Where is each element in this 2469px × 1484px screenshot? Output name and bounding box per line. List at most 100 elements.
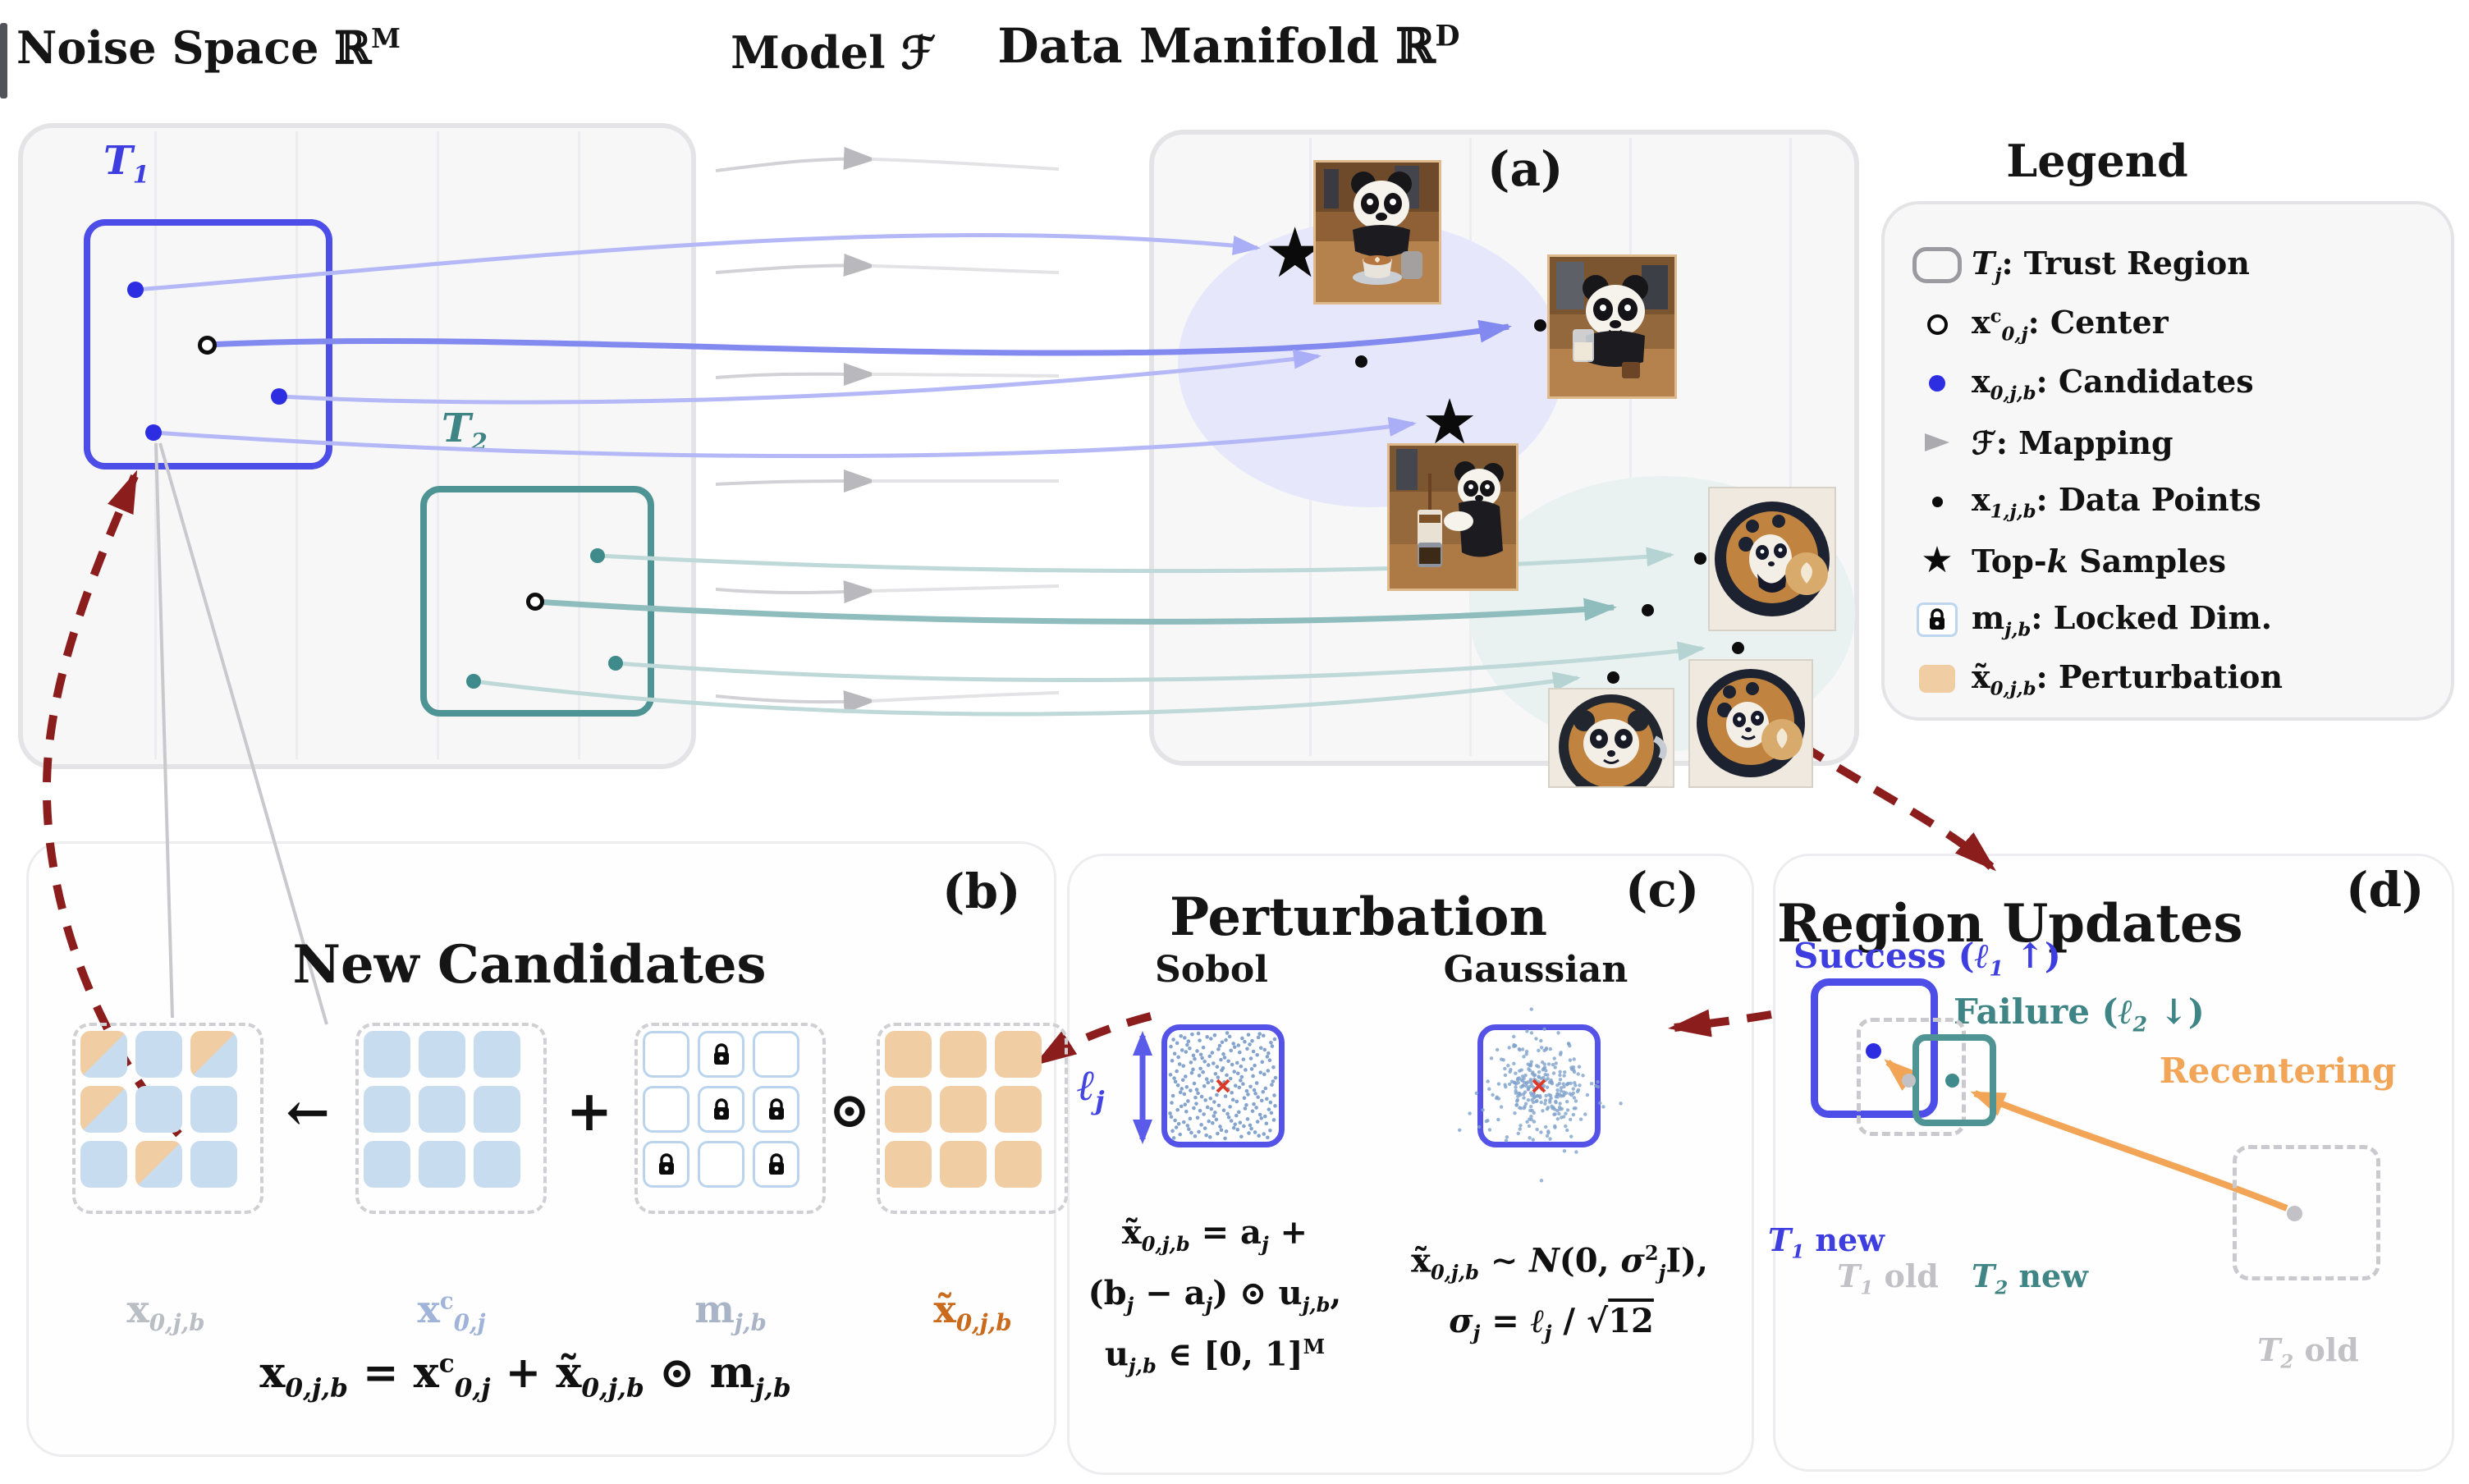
legend-item: Tj: Trust Region bbox=[1903, 236, 2443, 295]
legend-item-label: mj,b: Locked Dim. bbox=[1972, 598, 2272, 641]
center-cell bbox=[419, 1141, 465, 1188]
center-cell bbox=[474, 1031, 520, 1078]
sobol-equation-line1: x̃0,j,b = aj + bbox=[1121, 1213, 1308, 1256]
panel-c-label: (c) bbox=[1625, 862, 1700, 918]
t1-old-box bbox=[1857, 1018, 1966, 1136]
mapping-icon bbox=[1903, 432, 1972, 453]
center-cell bbox=[474, 1141, 520, 1188]
mask-cell bbox=[698, 1086, 744, 1133]
legend-item: mj,b: Locked Dim. bbox=[1903, 590, 2443, 649]
candidate-point bbox=[145, 424, 162, 441]
data-point bbox=[1355, 355, 1367, 368]
mask-cell bbox=[698, 1141, 744, 1188]
perturbation-cell bbox=[995, 1086, 1042, 1133]
gridline bbox=[1629, 138, 1632, 756]
t1-old-center bbox=[1902, 1074, 1916, 1088]
t2-new-label: T2 new bbox=[1972, 1257, 2088, 1299]
perturbation-cell bbox=[995, 1141, 1042, 1188]
failure-label: Failure (ℓ2 ↓) bbox=[1954, 992, 2205, 1037]
latte-art-panda-face bbox=[1548, 688, 1674, 788]
candidate-point bbox=[590, 548, 605, 563]
grid-frame bbox=[877, 1023, 1068, 1214]
t1-old-label: T1 old bbox=[1837, 1257, 1939, 1299]
result-cell bbox=[190, 1086, 237, 1133]
panel-a-label: (a) bbox=[1487, 141, 1564, 197]
grid-label-perturbation: x̃0,j,b bbox=[933, 1287, 1012, 1337]
perturbation-cell bbox=[885, 1141, 932, 1188]
locked-dim-icon bbox=[1903, 602, 1972, 637]
result-cell bbox=[80, 1086, 127, 1133]
data-point bbox=[1642, 604, 1654, 616]
legend-item: x0,j,b: Candidates bbox=[1903, 354, 2443, 413]
lock-icon bbox=[658, 1152, 674, 1175]
gaussian-equation-line2: σj = ℓj / √12 bbox=[1449, 1302, 1654, 1344]
grid-frame bbox=[355, 1023, 547, 1214]
gaussian-center-x bbox=[1532, 1079, 1546, 1093]
mask-cell bbox=[643, 1086, 689, 1133]
candidate-point bbox=[608, 656, 623, 671]
perturbation-icon bbox=[1903, 665, 1972, 693]
legend-item-label: xc0,j: Center bbox=[1972, 303, 2169, 346]
t2-new-center bbox=[1945, 1074, 1959, 1088]
recentering-label: Recentering bbox=[2159, 1051, 2397, 1091]
data-manifold-title: Data Manifold ℝD bbox=[997, 18, 1460, 74]
lock-icon bbox=[713, 1097, 729, 1120]
perturbation-grid bbox=[878, 1024, 1048, 1194]
model-title: Model ℱ bbox=[731, 26, 936, 79]
t1-new-center bbox=[1866, 1043, 1881, 1059]
perturbation-cell bbox=[885, 1086, 932, 1133]
perturbation-title: Perturbation bbox=[1170, 886, 1547, 948]
sobol-equation-line3: uj,b ∈ [0, 1]M bbox=[1104, 1335, 1326, 1378]
panda-photo-cafe-latte bbox=[1313, 160, 1441, 305]
data-point bbox=[1694, 552, 1706, 565]
t1-new-box bbox=[1811, 978, 1938, 1118]
legend-item-label: x1,j,b: Data Points bbox=[1972, 480, 2261, 523]
sobol-center-x bbox=[1216, 1079, 1230, 1093]
t2-old-label: T2 old bbox=[2257, 1331, 2359, 1373]
legend-item: ★ Top-k Samples bbox=[1903, 531, 2443, 590]
legend-item-label: x0,j,b: Candidates bbox=[1972, 362, 2254, 405]
panda-photo-cafe-glass bbox=[1547, 254, 1677, 399]
candidate-point bbox=[466, 674, 481, 689]
center-grid bbox=[357, 1024, 527, 1194]
top-k-icon: ★ bbox=[1921, 539, 1954, 581]
new-candidates-title: New Candidates bbox=[292, 934, 767, 996]
panel-b-label: (b) bbox=[942, 863, 1021, 919]
legend-item-label: Top-k Samples bbox=[1972, 542, 2227, 579]
mask-cell bbox=[753, 1086, 799, 1133]
lock-icon bbox=[768, 1097, 784, 1120]
candidate-formula: x0,j,b = xc0,j + x̃0,j,b ⊙ mj,b bbox=[259, 1348, 791, 1404]
data-point bbox=[1732, 642, 1744, 654]
lock-icon bbox=[1930, 608, 1945, 630]
mask-cell bbox=[643, 1141, 689, 1188]
assign-operator: ← bbox=[286, 1082, 330, 1143]
mask-cell bbox=[753, 1141, 799, 1188]
legend-title: Legend bbox=[2006, 135, 2188, 187]
sobol-equation-line2: (bj − aj) ⊙ uj,b, bbox=[1088, 1274, 1342, 1317]
sobol-label: Sobol bbox=[1155, 949, 1268, 991]
center-cell bbox=[364, 1031, 410, 1078]
perturbation-cell bbox=[940, 1141, 987, 1188]
lock-icon bbox=[713, 1042, 729, 1065]
latte-art-panda-cup bbox=[1708, 487, 1836, 631]
result-cell bbox=[190, 1031, 237, 1078]
grid-label-mask: mj,b bbox=[694, 1287, 767, 1337]
data-point bbox=[1607, 671, 1619, 684]
t1-new-label: T1 new bbox=[1768, 1221, 1885, 1263]
perturbation-cell bbox=[885, 1031, 932, 1078]
t2-old-center bbox=[2287, 1206, 2302, 1221]
legend-item: x̃0,j,b: Perturbation bbox=[1903, 649, 2443, 708]
sobol-box bbox=[1161, 1024, 1285, 1147]
center-cell bbox=[419, 1031, 465, 1078]
noise-space-title: Noise Space ℝM bbox=[16, 21, 401, 74]
panel-d-label: (d) bbox=[2346, 862, 2425, 918]
candidate-point bbox=[127, 282, 144, 298]
top-k-star: ★ bbox=[1422, 385, 1478, 458]
legend-item: ℱ: Mapping bbox=[1903, 413, 2443, 472]
candidate-grid bbox=[74, 1024, 244, 1194]
plus-operator: + bbox=[566, 1079, 613, 1144]
gaussian-label: Gaussian bbox=[1443, 949, 1628, 991]
mask-cell bbox=[643, 1031, 689, 1078]
window-edge-artifact bbox=[0, 23, 7, 98]
